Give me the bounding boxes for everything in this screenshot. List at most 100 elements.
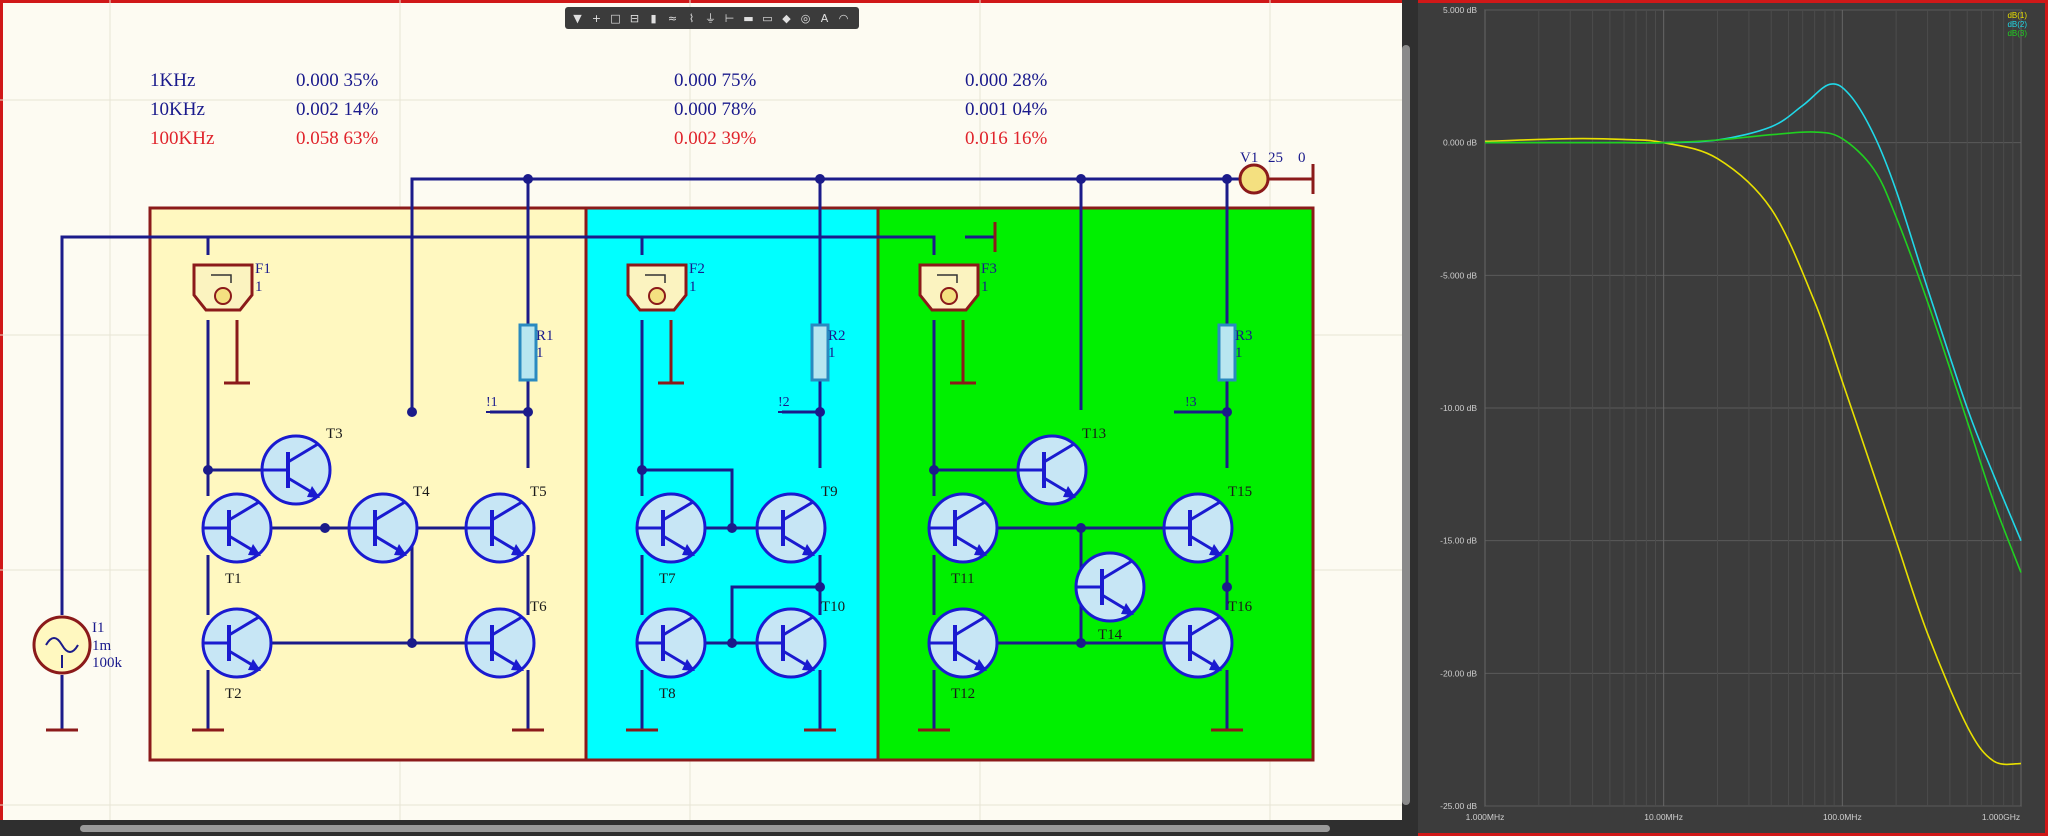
- filter-f3[interactable]: F31: [918, 261, 997, 312]
- current-source-i1[interactable]: I1 1m 100k: [32, 615, 123, 675]
- select-area-tool-icon[interactable]: □: [610, 11, 621, 25]
- horizontal-scrollbar-thumb[interactable]: [80, 825, 1330, 832]
- transistor-label: T13: [1082, 426, 1106, 442]
- measure-freq-3: 100KHz: [150, 128, 214, 149]
- tag-tool-icon[interactable]: ◆: [782, 11, 791, 25]
- i1-value-freq: 100k: [92, 655, 123, 671]
- resistor-ref: R1: [536, 328, 554, 344]
- net-label: !1: [486, 395, 498, 410]
- junctions: [203, 174, 1232, 648]
- transistor-label: T6: [530, 599, 547, 615]
- transistor-t16[interactable]: T16: [1162, 599, 1253, 679]
- legend-item-1[interactable]: dB(1): [2007, 11, 2027, 20]
- y-tick-label: 5.000 dB: [1443, 5, 1477, 15]
- v1-ref: V1: [1240, 150, 1258, 166]
- x-tick-label: 1.000GHz: [1982, 812, 2020, 822]
- transistor-t12[interactable]: T12: [927, 607, 999, 702]
- resistor-r1[interactable]: R11!1: [486, 323, 554, 413]
- vertical-scrollbar[interactable]: [1402, 45, 1410, 805]
- transistor-t4[interactable]: T4: [347, 484, 430, 564]
- crosshair-tool-icon[interactable]: +: [591, 11, 602, 25]
- y-tick-label: -15.00 dB: [1440, 536, 1477, 546]
- transistor-t9[interactable]: T9: [755, 484, 838, 564]
- offsheet-tool-icon[interactable]: ▭: [762, 11, 773, 25]
- y-tick-label: 0.000 dB: [1443, 138, 1477, 148]
- plot-legend[interactable]: dB(1)dB(2)dB(3): [2007, 11, 2027, 38]
- transistor-t15[interactable]: T15: [1162, 484, 1252, 564]
- x-tick-label: 10.00MHz: [1644, 812, 1683, 822]
- arc-tool-icon[interactable]: ◠: [838, 11, 849, 25]
- measure-v3-2: 0.001 04%: [965, 99, 1048, 120]
- y-tick-label: -5.000 dB: [1440, 270, 1477, 280]
- resistor-value: 1: [1235, 345, 1243, 361]
- legend-item-2[interactable]: dB(2): [2007, 20, 2027, 29]
- filter-gain: 1: [255, 279, 263, 295]
- x-axis-ticks: 1.000MHz 10.00MHz 100.0MHz 1.000GHz: [1466, 812, 2021, 822]
- probe-tool-icon[interactable]: ◎: [800, 11, 811, 25]
- transistor-label: T14: [1098, 627, 1123, 643]
- series-line-3: [1485, 131, 2022, 573]
- x-tick-label: 100.0MHz: [1823, 812, 1862, 822]
- transistor-label: T3: [326, 426, 343, 442]
- measure-freq-1: 1KHz: [150, 70, 195, 91]
- floating-toolbar: ▼ + □ ⊟ ▮ ≈ ⌇ ⏚ ⊢ ▬ ▭ ◆ ◎ A ◠: [565, 7, 859, 29]
- align-tool-icon[interactable]: ⊟: [629, 11, 640, 25]
- filter-gain: 1: [689, 279, 697, 295]
- x-tick-label: 1.000MHz: [1466, 812, 1505, 822]
- filter-tool-icon[interactable]: ▼: [573, 11, 582, 25]
- transistor-t3[interactable]: T3: [260, 426, 343, 506]
- transistor-t8[interactable]: T8: [635, 607, 707, 702]
- transistor-t14[interactable]: T14: [1074, 551, 1146, 643]
- v1-value-offset: 0: [1298, 150, 1306, 166]
- transistor-label: T12: [951, 686, 975, 702]
- resistor-r2[interactable]: R21!2: [778, 323, 846, 413]
- voltage-source-v1[interactable]: V1 25 0: [1238, 150, 1313, 195]
- transistor-label: T9: [821, 484, 838, 500]
- transistor-t6[interactable]: T6: [464, 599, 547, 679]
- y-tick-label: -25.00 dB: [1440, 801, 1477, 811]
- port-tool-icon[interactable]: ▬: [743, 11, 754, 25]
- plot-panel[interactable]: 5.000 dB 0.000 dB -5.000 dB -10.00 dB -15.00…: [1402, 0, 2048, 836]
- transistor-t11[interactable]: T11: [927, 492, 999, 587]
- measure-v2-3: 0.002 39%: [674, 128, 757, 149]
- measurement-table: 1KHz 0.000 35% 0.000 75% 0.000 28% 10KHz…: [150, 70, 1048, 149]
- transistor-label: T10: [821, 599, 845, 615]
- filter-f1[interactable]: F11: [192, 261, 271, 312]
- transistor-label: T8: [659, 686, 676, 702]
- resistor-ref: R2: [828, 328, 846, 344]
- series-line-1: [1484, 137, 2022, 766]
- filter-ref: F1: [255, 261, 271, 277]
- ground-tool-icon[interactable]: ⏚: [705, 12, 716, 25]
- net-label-tool-icon[interactable]: ⊢: [724, 11, 735, 25]
- schematic-drawing[interactable]: 1KHz 0.000 35% 0.000 75% 0.000 28% 10KHz…: [0, 0, 1402, 836]
- horizontal-scrollbar[interactable]: [0, 820, 1402, 836]
- frequency-response-chart[interactable]: 5.000 dB 0.000 dB -5.000 dB -10.00 dB -15.00…: [1399, 0, 2045, 836]
- measure-v3-3: 0.016 16%: [965, 128, 1048, 149]
- component-tool-icon[interactable]: ▮: [650, 11, 657, 25]
- filter-ref: F3: [981, 261, 997, 277]
- legend-item-3[interactable]: dB(3): [2007, 29, 2027, 38]
- i1-value-amp: 1m: [92, 638, 112, 654]
- measure-v1-3: 0.058 63%: [296, 128, 379, 149]
- filter-f2[interactable]: F21: [626, 261, 705, 312]
- v1-value-voltage: 25: [1268, 150, 1283, 166]
- resistor-r3[interactable]: R31!3: [1185, 323, 1253, 413]
- bus-tool-icon[interactable]: ≈: [667, 11, 678, 25]
- transistor-t7[interactable]: T7: [635, 492, 707, 587]
- transistor-t5[interactable]: T5: [464, 484, 547, 564]
- schematic-canvas[interactable]: 1KHz 0.000 35% 0.000 75% 0.000 28% 10KHz…: [0, 0, 1402, 836]
- y-axis-ticks: 5.000 dB 0.000 dB -5.000 dB -10.00 dB -15.00…: [1440, 5, 1477, 811]
- transistor-t10[interactable]: T10: [755, 599, 845, 679]
- resistor-value: 1: [828, 345, 836, 361]
- transistor-t1[interactable]: T1: [201, 492, 273, 587]
- transistor-t13[interactable]: T13: [1016, 426, 1106, 506]
- transistor-t2[interactable]: T2: [201, 607, 273, 702]
- y-tick-label: -10.00 dB: [1440, 403, 1477, 413]
- text-tool-icon[interactable]: A: [820, 11, 829, 25]
- wire-tool-icon[interactable]: ⌇: [688, 11, 695, 25]
- resistor-ref: R3: [1235, 328, 1253, 344]
- y-tick-label: -20.00 dB: [1440, 668, 1477, 678]
- filter-gain: 1: [981, 279, 989, 295]
- transistor-label: T1: [225, 571, 242, 587]
